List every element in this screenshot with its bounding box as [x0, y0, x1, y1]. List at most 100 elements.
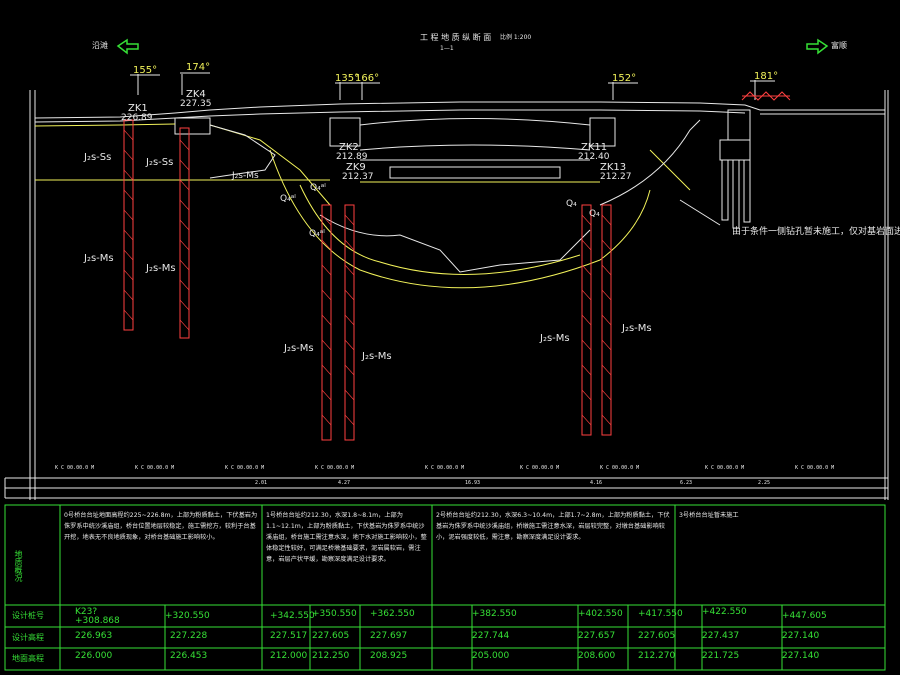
strip-value: K C 00.00.0 M: [520, 465, 560, 471]
design-elev-value: 227.744: [472, 631, 510, 641]
ground-elev-value: 208.925: [370, 651, 408, 661]
layer-label: J₂s-Ss: [146, 157, 174, 168]
layer-label: J₂s-Ms: [362, 351, 392, 362]
zone-label: Q₄: [566, 199, 577, 209]
angle-label: 135°: [335, 73, 360, 84]
design-elev-value: 227.697: [370, 631, 408, 641]
borehole-elev: 212.37: [342, 172, 374, 182]
strip-small-value: 4.16: [590, 480, 603, 486]
ground-line: [34, 101, 885, 123]
strip-small-value: 16.93: [465, 480, 481, 486]
profile-strip: [4, 477, 888, 499]
zone-label: Q₄ᵃˡ: [310, 183, 326, 193]
strip-value: K C 00.00.0 M: [600, 465, 640, 471]
arrow-left-icon: [116, 38, 139, 55]
layer-label: J₂s-Ms: [232, 171, 259, 181]
row-label-geology: 地质概况: [14, 550, 23, 582]
borehole-id: ZK11: [581, 142, 608, 153]
row-label-station: 设计桩号: [12, 611, 44, 620]
design-elev-value: 227.140: [782, 631, 820, 641]
borehole-elev: 212.27: [600, 172, 632, 182]
strip-value: K C 00.00.0 M: [225, 465, 265, 471]
strip-value: K C 00.00.0 M: [425, 465, 465, 471]
borehole-elev: 212.89: [336, 152, 368, 162]
layer-label: J₂s-Ms: [284, 343, 314, 354]
station-value: +402.550: [578, 609, 623, 619]
station-value: +422.550: [702, 607, 747, 617]
design-elev-value: 227.437: [702, 631, 740, 641]
row-label-design-elev: 设计高程: [12, 633, 44, 642]
station-value: +320.550: [165, 611, 210, 621]
row-label-ground-elev: 地面高程: [12, 654, 44, 663]
borehole-hatching: [123, 129, 612, 426]
borehole-id: ZK13: [600, 162, 627, 173]
drawing-frame: [29, 72, 889, 500]
layer-label: J₂s-Ms: [84, 253, 114, 264]
station-value: +447.605: [782, 611, 827, 621]
zone-label: Q₄: [589, 209, 600, 219]
ground-elev-value: 212.270: [638, 651, 676, 661]
direction-right-label: 富顺: [831, 41, 847, 50]
station-value: +362.550: [370, 609, 415, 619]
layer-label: J₂s-Ss: [84, 152, 112, 163]
station-value: +342.550: [270, 611, 315, 621]
geology-desc: 0号桥台台址地面高程约225~226.8m，上部为粉质黏土，下伏基岩为侏罗系中统…: [64, 512, 258, 541]
ground-elev-value: 212.250: [312, 651, 350, 661]
design-elev-value: 227.517: [270, 631, 308, 641]
ground-elev-value: 221.725: [702, 651, 740, 661]
strip-value: K C 00.00.0 M: [795, 465, 835, 471]
station-value: +382.550: [472, 609, 517, 619]
geology-desc: 1号桥台台址约212.30，水深1.8~8.1m，上部为1.1~12.1m，上部…: [266, 512, 427, 563]
borehole-elev: 212.40: [578, 152, 610, 162]
station-value: K23?: [75, 607, 98, 617]
strip-value: K C 00.00.0 M: [705, 465, 745, 471]
fence-marker-icon: [741, 91, 791, 101]
strip-small-value: 2.01: [255, 480, 268, 486]
layer-label: J₂s-Ms: [146, 263, 176, 274]
borehole-id: ZK1: [128, 103, 148, 114]
data-table-grid: [4, 504, 886, 671]
ground-elev-value: 226.000: [75, 651, 113, 661]
geology-desc: 3号桥台台址暂未施工: [679, 512, 739, 519]
borehole-id: ZK9: [346, 162, 366, 173]
borehole-elev: 226.89: [121, 113, 153, 123]
drawing-title: 工 程 地 质 纵 断 面: [420, 33, 492, 42]
section-label: 1—1: [440, 45, 454, 52]
strip-value: K C 00.00.0 M: [55, 465, 95, 471]
design-elev-value: 227.605: [638, 631, 676, 641]
angle-label: 181°: [754, 71, 779, 82]
direction-left-label: 沿滩: [92, 41, 108, 50]
layer-label: J₂s-Ms: [622, 323, 652, 334]
design-elev-value: 227.605: [312, 631, 350, 641]
bedrock-surface: [209, 119, 721, 273]
angle-label: 152°: [612, 73, 637, 84]
design-elev-value: 226.963: [75, 631, 113, 641]
strip-value: K C 00.00.0 M: [315, 465, 355, 471]
angle-label: 174°: [186, 62, 211, 73]
angle-label: 166°: [355, 73, 380, 84]
angle-label: 155°: [133, 65, 158, 76]
strip-value: K C 00.00.0 M: [135, 465, 175, 471]
strip-small-value: 2.25: [758, 480, 771, 486]
strip-small-value: 6.23: [680, 480, 693, 486]
geology-desc: 2号桥台台址约212.30，水深6.3~10.4m，上部1.7~2.8m，上部为…: [436, 512, 670, 541]
table-ticks: [164, 605, 783, 670]
zone-label: Q₄ᵃˡ: [309, 229, 325, 239]
ground-elev-value: 227.140: [782, 651, 820, 661]
borehole-elev: 227.35: [180, 99, 212, 109]
borehole-id: ZK4: [186, 89, 206, 100]
station-value: +417.550: [638, 609, 683, 619]
ground-elev-value: 208.600: [578, 651, 616, 661]
strip-small-value: 4.27: [338, 480, 351, 486]
layer-label: J₂s-Ms: [540, 333, 570, 344]
right-side-note: 由于条件一侧钻孔暂未施工，仅对基岩面进行示意: [732, 227, 900, 237]
design-elev-value: 227.657: [578, 631, 616, 641]
station-value: +308.868: [75, 616, 120, 626]
bridge-structure: [174, 109, 751, 229]
zone-label: Q₄ᵃˡ: [280, 194, 296, 204]
borehole-id: ZK2: [339, 142, 359, 153]
ground-elev-value: 205.000: [472, 651, 510, 661]
borehole-columns: [123, 119, 612, 441]
